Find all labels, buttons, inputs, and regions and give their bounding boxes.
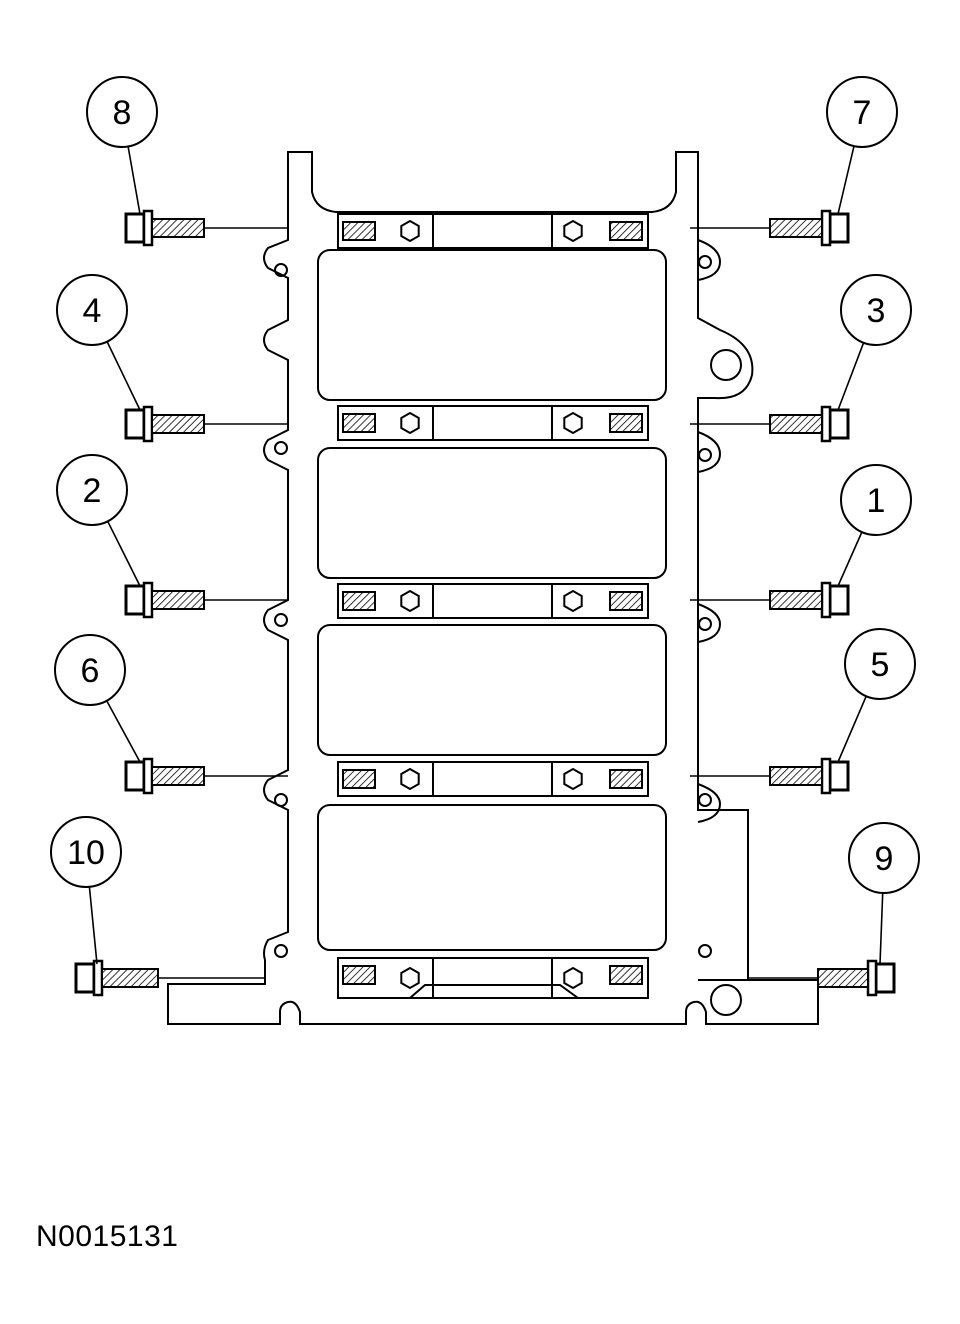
callout-number: 3: [867, 292, 886, 330]
bearing-cap: [337, 761, 649, 797]
flange-bolt: [690, 405, 850, 443]
flange-bolt: [690, 757, 850, 795]
callout-6: 6: [54, 634, 141, 763]
callout-circle: [54, 634, 126, 706]
callout-number: 6: [81, 652, 100, 690]
callout-number: 8: [113, 94, 132, 132]
leader-line: [106, 341, 141, 411]
bedplate-frame: [167, 151, 819, 1025]
leader-line: [837, 342, 865, 411]
callout-8: 8: [86, 76, 158, 215]
leader-line: [837, 145, 855, 215]
callout-circle: [56, 454, 128, 526]
bearing-cap: [337, 583, 649, 619]
figure-reference-code: N0015131: [36, 1220, 179, 1253]
hex-nut-icon: [400, 411, 420, 435]
hex-nut-icon: [563, 589, 583, 613]
hex-nut-icon: [400, 589, 420, 613]
leader-line: [88, 886, 98, 965]
callout-circle: [50, 816, 122, 888]
bearing-cap: [337, 213, 649, 249]
callouts: 1 2 3 4 5 6 7 8 9 10: [50, 76, 920, 965]
callout-4: 4: [56, 274, 141, 411]
callout-5: 5: [837, 628, 916, 763]
callout-number: 4: [83, 292, 102, 330]
callout-7: 7: [826, 76, 898, 215]
flange-bolt: [74, 959, 265, 997]
leader-line: [879, 892, 884, 965]
callout-number: 1: [867, 482, 886, 520]
flange-bolt: [748, 959, 896, 997]
callout-circle: [56, 274, 128, 346]
callout-number: 9: [875, 840, 894, 878]
callout-9: 9: [848, 822, 920, 965]
leader-line: [105, 700, 141, 763]
callout-circle: [826, 76, 898, 148]
flange-bolt: [690, 209, 850, 247]
frame-windows: [317, 249, 667, 951]
bearing-cap: [337, 957, 649, 999]
bearing-caps: [337, 213, 649, 999]
flange-bolt: [124, 581, 288, 619]
frame-holes: [274, 255, 742, 1016]
hex-nut-icon: [400, 966, 420, 990]
leader-line: [127, 146, 141, 215]
flange-bolt: [124, 757, 288, 795]
hex-nut-icon: [400, 219, 420, 243]
callout-circle: [840, 464, 912, 536]
bottom-notch: [409, 984, 579, 999]
callout-3: 3: [837, 274, 912, 411]
flange-bolt: [124, 209, 288, 247]
hex-nut-icon: [563, 411, 583, 435]
flange-bolt: [124, 405, 288, 443]
hex-nut-icon: [563, 767, 583, 791]
leader-line: [837, 695, 867, 763]
callout-number: 5: [871, 646, 890, 684]
callout-circle: [848, 822, 920, 894]
callout-1: 1: [837, 464, 912, 587]
hex-nut-icon: [400, 767, 420, 791]
flange-bolt: [690, 581, 850, 619]
callout-circle: [840, 274, 912, 346]
hex-nut-icon: [563, 966, 583, 990]
hex-nut-icon: [563, 219, 583, 243]
callout-number: 7: [853, 94, 872, 132]
callout-circle: [844, 628, 916, 700]
callout-number: 2: [83, 472, 102, 510]
callout-number: 10: [67, 834, 105, 872]
bolts: [74, 209, 896, 997]
callout-2: 2: [56, 454, 141, 587]
callout-10: 10: [50, 816, 122, 965]
callout-circle: [86, 76, 158, 148]
leader-line: [106, 520, 141, 587]
bearing-cap: [337, 405, 649, 441]
leader-line: [837, 531, 863, 587]
